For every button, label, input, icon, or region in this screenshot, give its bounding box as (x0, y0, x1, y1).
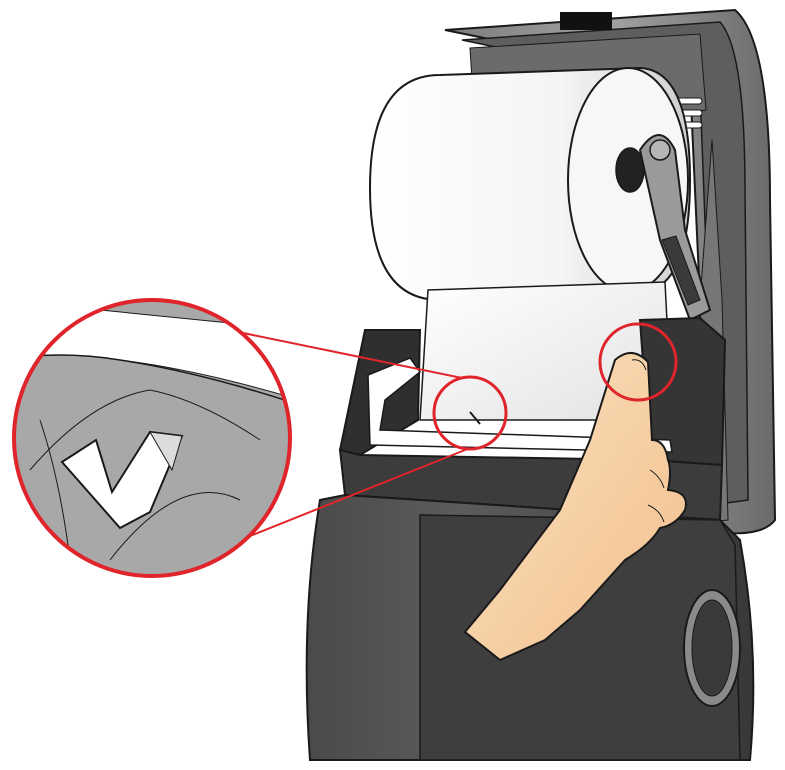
paper-roll-icon (370, 68, 690, 300)
lid-latch (560, 12, 612, 30)
